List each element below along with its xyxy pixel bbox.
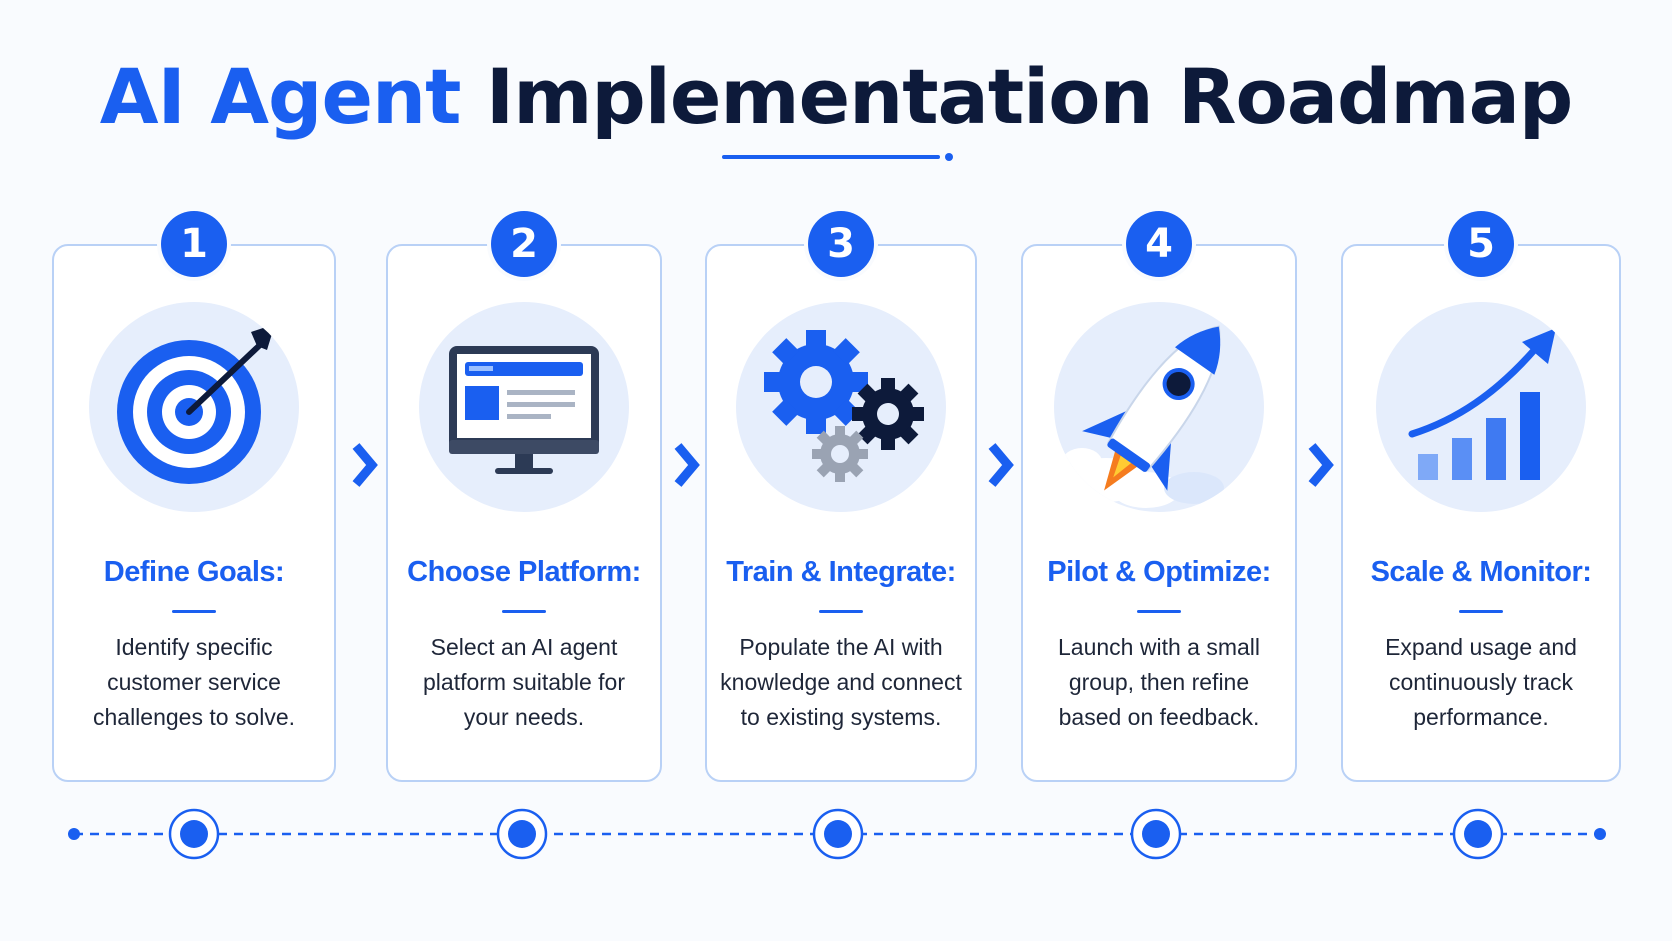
title-rest: Implementation Roadmap (485, 52, 1573, 141)
step-description-line: customer service (107, 669, 281, 695)
step-description-line: Populate the AI with (739, 634, 943, 660)
step-description: Expand usage and continuously track perf… (1353, 630, 1609, 735)
step-card-5: 5 Scale & Monitor: Expand usage and cont… (1341, 211, 1621, 782)
step-description-line: challenges to solve. (92, 704, 295, 730)
step-card-2: 2 Choose Platform: Select an AI agent pl… (386, 211, 662, 782)
step-title-rule (819, 610, 863, 613)
step-description-line: Launch with a small (1058, 634, 1260, 660)
chevron-right-icon (674, 443, 700, 487)
timeline-node-4 (1130, 808, 1182, 860)
step-description-line: Identify specific (115, 634, 273, 660)
step-description-line: knowledge and connect (720, 669, 962, 695)
timeline-node-1 (168, 808, 220, 860)
target-icon (117, 324, 275, 484)
title-underline (722, 155, 940, 159)
timeline-end-dot (68, 828, 80, 840)
title-accent: AI Agent (99, 52, 462, 141)
step-description: Launch with a small group, then refine b… (1033, 630, 1285, 735)
gears-icon (764, 330, 924, 482)
step-number-badge: 1 (161, 211, 227, 277)
step-description: Identify specific customer service chall… (64, 630, 324, 735)
step-title: Choose Platform: (407, 556, 641, 588)
page-title: AI Agent Implementation Roadmap (0, 52, 1672, 141)
step-description-line: performance. (1413, 704, 1549, 730)
step-title: Scale & Monitor: (1370, 556, 1592, 588)
step-description-line: platform suitable for (423, 669, 625, 695)
step-card-3: 3 (705, 211, 977, 782)
growth-chart-icon (1408, 328, 1556, 480)
chevron-right-icon (352, 443, 378, 487)
step-description: Populate the AI with knowledge and conne… (717, 630, 965, 735)
step-title-rule (502, 610, 546, 613)
step-description-line: continuously track (1388, 669, 1574, 695)
step-title-rule (1459, 610, 1503, 613)
step-description-line: group, then refine (1068, 669, 1250, 695)
step-description-line: Select an AI agent (430, 634, 618, 660)
step-icon-circle (89, 302, 299, 512)
chevron-right-icon (1308, 443, 1334, 487)
timeline-end-dot (1594, 828, 1606, 840)
step-description-line: based on feedback. (1058, 704, 1260, 730)
step-card-4: 4 Pilot & Optimize: Launch with a small … (1021, 211, 1297, 782)
timeline-node-2 (496, 808, 548, 860)
step-description-line: Expand usage and (1385, 634, 1577, 660)
step-number-badge: 4 (1126, 211, 1192, 277)
chevron-right-icon (988, 443, 1014, 487)
step-description: Select an AI agent platform suitable for… (398, 630, 650, 735)
rocket-icon (1062, 325, 1224, 508)
step-card-1: 1 Define Goals: Identify specific custom… (52, 211, 336, 782)
step-title: Define Goals: (103, 556, 285, 588)
step-title: Pilot & Optimize: (1047, 556, 1271, 588)
title-underline-dot (945, 153, 953, 161)
step-icon-circle (1054, 302, 1264, 512)
step-number-badge: 5 (1448, 211, 1514, 277)
timeline-node-5 (1452, 808, 1504, 860)
step-number-badge: 3 (808, 211, 874, 277)
step-title: Train & Integrate: (726, 556, 956, 588)
step-description-line: your needs. (463, 704, 585, 730)
step-number-badge: 2 (491, 211, 557, 277)
timeline (68, 808, 1606, 860)
step-title-rule (1137, 610, 1181, 613)
step-icon-circle (736, 302, 946, 512)
step-icon-circle (419, 302, 629, 512)
step-icon-circle (1376, 302, 1586, 512)
monitor-icon (449, 346, 599, 474)
step-description-line: to existing systems. (740, 704, 942, 730)
step-title-rule (172, 610, 216, 613)
timeline-node-3 (812, 808, 864, 860)
